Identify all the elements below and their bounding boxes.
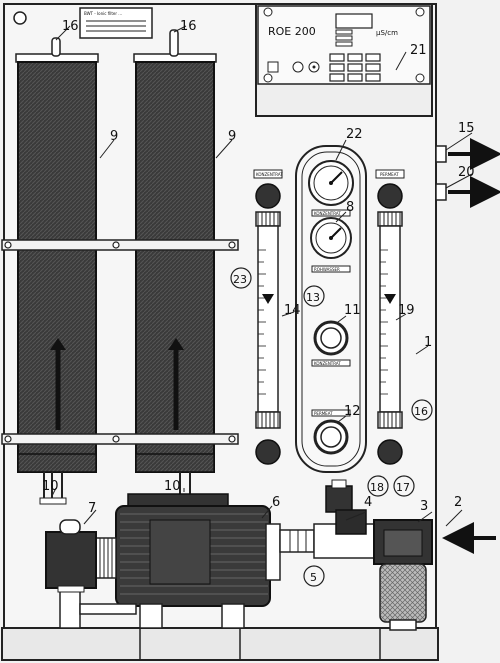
screw-icon [263,7,273,17]
callout-9a: 9 [110,129,118,144]
gauge-tag-lower [311,265,351,273]
pressure-gauge-lower [310,217,352,259]
gauge-tag-upper-text: KONZENTRAT [314,211,341,216]
callout-3: 3 [420,499,428,514]
callout-7: 7 [88,501,96,516]
controller-key[interactable] [347,53,363,62]
controller-unit-label: µS/cm [376,29,398,37]
indicator-icon [292,61,304,73]
solenoid-valve-4 [325,479,367,535]
solenoid-valve-7 [45,519,97,593]
screw-icon [13,11,27,25]
controller-key[interactable] [329,73,345,82]
callout-5: 5 [310,571,317,584]
screw-icon [415,7,425,17]
flowmeter-right: PERMEAT [375,169,405,465]
inlet-filter [373,519,433,631]
callout-18: 18 [370,481,384,494]
callout-2: 2 [454,495,462,510]
name-plate [79,7,153,39]
callout-1: 1 [424,335,432,350]
flowmeter-right-tag: PERMEAT [380,172,399,177]
mounting-bar-lower [1,433,239,445]
callout-21: 21 [410,43,427,58]
callout-22: 22 [346,127,363,142]
callout-4: 4 [364,495,372,510]
screw-icon [263,73,273,83]
callout-9b: 9 [228,129,236,144]
callout-19: 19 [398,303,415,318]
controller-key[interactable] [365,63,381,72]
switch-tag-lower [311,409,351,417]
switch-tag-upper [311,359,351,367]
switch-tag-upper-text: KONZENTRAT [314,361,341,366]
flowmeter-left-tag: KONZENTRAT [256,172,283,177]
callout-15: 15 [458,121,475,136]
callout-8: 8 [346,200,354,215]
pump-motor [95,493,281,607]
callout-13: 13 [306,291,320,304]
controller-key[interactable] [365,73,381,82]
callout-16a: 16 [62,19,79,34]
callout-6: 6 [272,495,280,510]
name-plate-text: BWT - Ionic filter ... [84,11,122,16]
controller-key[interactable] [347,73,363,82]
base-foot [1,627,439,661]
controller-key[interactable] [329,53,345,62]
callout-16b: 16 [180,19,197,34]
pressure-gauge-upper [308,160,354,206]
callout-10b: 10 [164,479,181,494]
controller-key[interactable] [347,63,363,72]
controller-unit: ROE 200 µS/cm [255,3,433,117]
flowmeter-left: KONZENTRAT [253,169,283,465]
screw-icon [415,73,425,83]
outlet-port-15 [435,145,447,163]
controller-model: ROE 200 [268,25,316,38]
callout-12: 12 [344,404,361,419]
callout-14: 14 [284,303,301,318]
callout-23: 23 [233,273,247,286]
callout-16c: 16 [414,405,428,418]
mounting-bar-upper [1,239,239,251]
controller-key[interactable] [365,53,381,62]
outlet-port-20 [435,183,447,201]
switch-tag-lower-text: PERMEAT [314,411,333,416]
gauge-tag-upper [311,209,351,217]
callout-20: 20 [458,165,475,180]
callout-11: 11 [344,303,361,318]
callout-10a: 10 [42,479,59,494]
callout-17: 17 [396,481,410,494]
gauge-tag-lower-text: ROHWASSER [314,267,340,272]
controller-key[interactable] [329,63,345,72]
